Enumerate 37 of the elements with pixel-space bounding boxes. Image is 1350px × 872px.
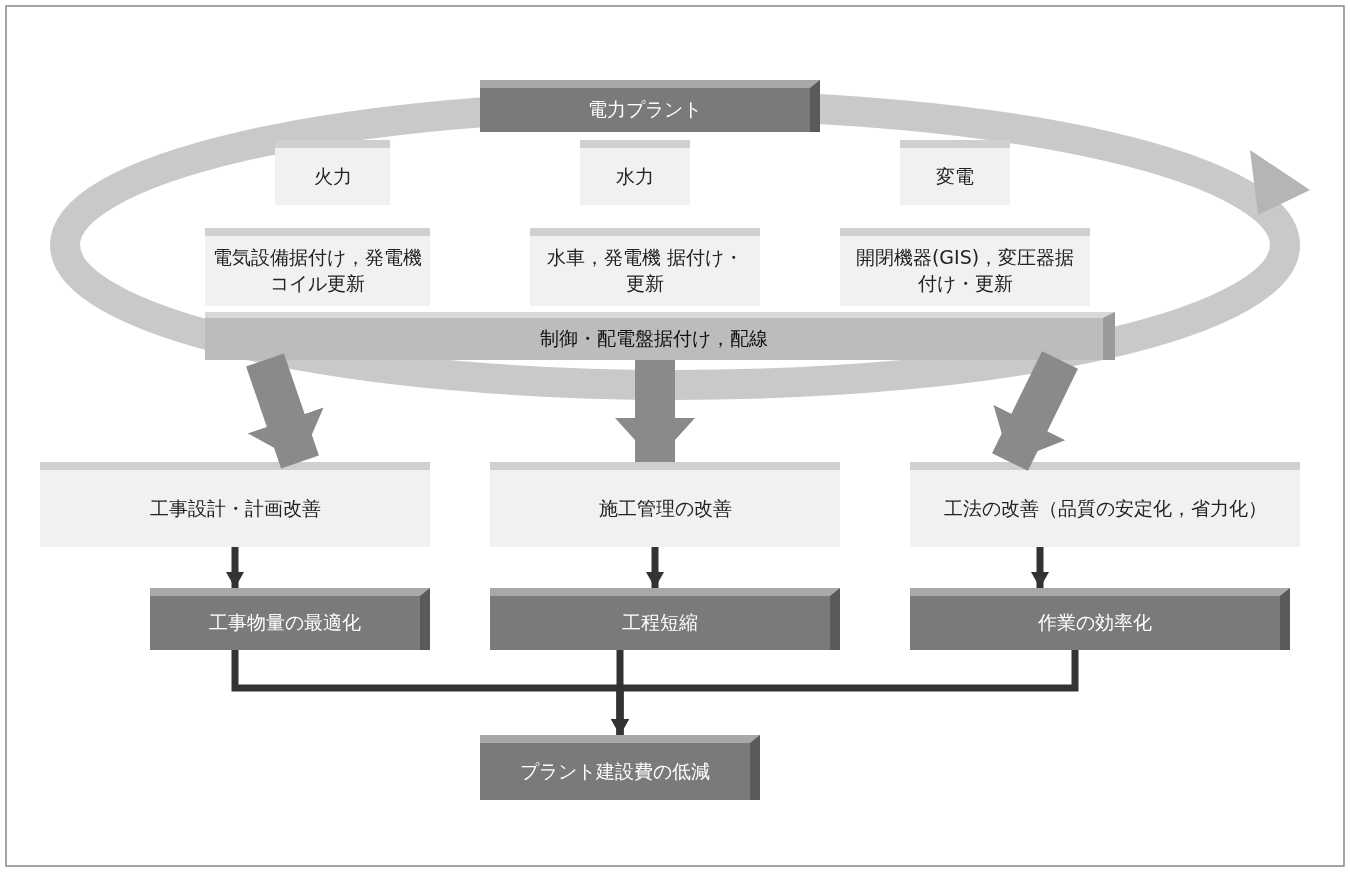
- arrow: [1031, 547, 1049, 588]
- process-box: [840, 228, 1090, 306]
- box-label: 工程短縮: [622, 610, 698, 636]
- arrow: [615, 360, 695, 462]
- box-label: 電気設備据付け，発電機コイル更新: [213, 245, 422, 296]
- box-label: 開閉機器(GIS)，変圧器据付け・更新: [854, 245, 1076, 296]
- process-box: [490, 462, 840, 547]
- result-box: [480, 735, 760, 800]
- box-label: 工事設計・計画改善: [149, 495, 321, 521]
- box-label: 火力: [313, 163, 352, 189]
- box-label: 工事物量の最適化: [209, 610, 361, 636]
- result-box: [490, 588, 840, 650]
- result-box: [480, 80, 820, 132]
- box-label: 水力: [616, 163, 654, 189]
- process-box: [205, 228, 430, 306]
- box-label: 制御・配電盤据付け，配線: [540, 326, 768, 352]
- process-box: [40, 462, 430, 547]
- box-label: 施工管理の改善: [598, 495, 732, 521]
- box-label: 作業の効率化: [1038, 610, 1152, 636]
- box-label: 水車，発電機 据付け・更新: [545, 245, 744, 296]
- box-label: 変電: [936, 163, 974, 189]
- process-box: [900, 140, 1010, 205]
- process-box: [580, 140, 690, 205]
- process-box: [910, 462, 1300, 547]
- result-box: [150, 588, 430, 650]
- arrow: [246, 353, 324, 469]
- arrow: [611, 650, 1079, 735]
- result-box: [910, 588, 1290, 650]
- arrow: [226, 547, 244, 588]
- arrow: [992, 351, 1078, 471]
- box-label: 工法の改善（品質の安定化，省力化）: [943, 495, 1267, 521]
- band-box: [205, 312, 1115, 360]
- process-box: [530, 228, 760, 306]
- box-label: 電力プラント: [588, 97, 702, 123]
- arrow: [646, 547, 664, 588]
- process-box: [275, 140, 390, 205]
- box-label: プラント建設費の低減: [520, 758, 710, 784]
